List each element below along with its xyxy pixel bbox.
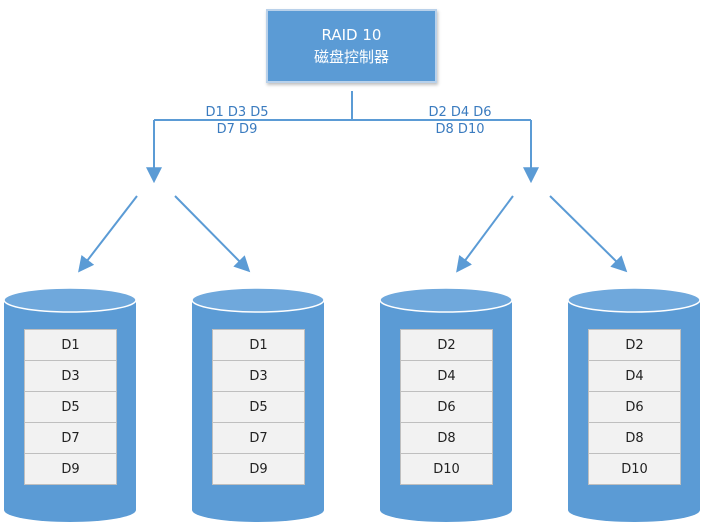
split-label-right-line1: D2 D4 D6	[428, 105, 492, 120]
block-cell: D6	[400, 391, 493, 423]
disk-1-blocks: D1 D3 D5 D7 D9	[24, 329, 117, 485]
block-cell: D8	[588, 422, 681, 454]
disk-3-blocks: D2 D4 D6 D8 D10	[400, 329, 493, 485]
block-cell: D9	[24, 453, 117, 485]
block-cell: D10	[400, 453, 493, 485]
split-label-left-line2: D7 D9	[216, 122, 258, 137]
block-cell: D5	[24, 391, 117, 423]
raid-controller-box: RAID 10 磁盘控制器	[266, 9, 437, 83]
arrow-to-disk-4	[549, 195, 628, 273]
disk-2-blocks: D1 D3 D5 D7 D9	[212, 329, 305, 485]
block-cell: D9	[212, 453, 305, 485]
split-label-right: D2 D4 D6 D8 D10	[415, 104, 505, 138]
controller-subtitle: 磁盘控制器	[313, 48, 389, 66]
block-cell: D2	[400, 329, 493, 361]
split-label-left-line1: D1 D3 D5	[205, 105, 269, 120]
arrow-to-disk-3	[456, 195, 514, 273]
controller-title: RAID 10	[321, 26, 382, 44]
block-cell: D4	[588, 360, 681, 392]
block-cell: D3	[212, 360, 305, 392]
block-cell: D2	[588, 329, 681, 361]
block-cell: D8	[400, 422, 493, 454]
arrow-to-disk-2	[174, 195, 251, 273]
block-cell: D1	[24, 329, 117, 361]
split-label-left: D1 D3 D5 D7 D9	[192, 104, 282, 138]
block-cell: D4	[400, 360, 493, 392]
block-cell: D7	[24, 422, 117, 454]
block-cell: D5	[212, 391, 305, 423]
split-label-right-line2: D8 D10	[435, 122, 485, 137]
arrow-to-disk-1	[78, 195, 138, 273]
block-cell: D3	[24, 360, 117, 392]
block-cell: D7	[212, 422, 305, 454]
block-cell: D10	[588, 453, 681, 485]
block-cell: D6	[588, 391, 681, 423]
disk-4-blocks: D2 D4 D6 D8 D10	[588, 329, 681, 485]
block-cell: D1	[212, 329, 305, 361]
